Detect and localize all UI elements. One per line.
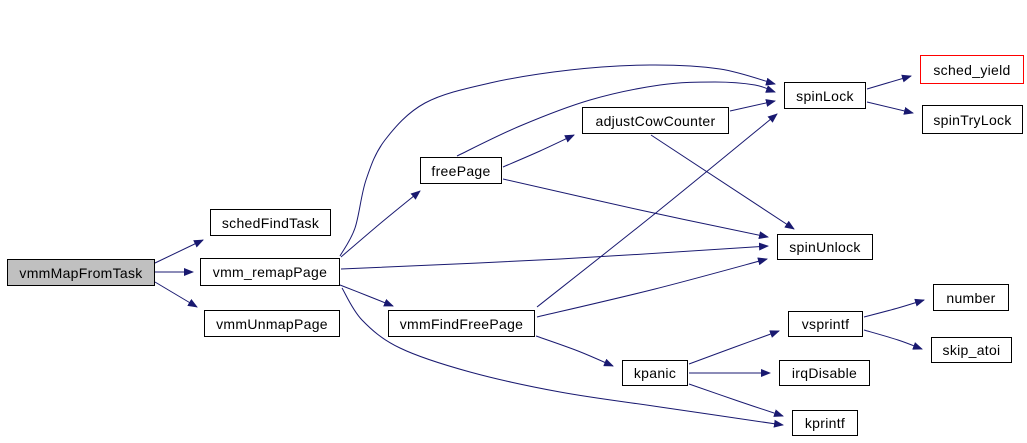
node-vmmFindFreePage[interactable]: vmmFindFreePage [388,310,535,337]
node-skip_atoi[interactable]: skip_atoi [931,337,1012,363]
edge-freePage-to-adjustCowCounter [502,134,575,168]
edge-vmm_remapPage-to-kprintf [341,287,784,428]
edge-vmm_remapPage-to-freePage [340,190,421,258]
node-vsprintf[interactable]: vsprintf [788,311,863,337]
node-schedFindTask[interactable]: schedFindTask [210,209,331,236]
node-freePage[interactable]: freePage [420,157,502,184]
node-vmm_remapPage[interactable]: vmm_remapPage [200,258,340,286]
node-spinUnlock[interactable]: spinUnlock [777,234,873,260]
edge-adjustCowCounter-to-spinUnlock [650,134,795,230]
node-vmmUnmapPage[interactable]: vmmUnmapPage [204,310,340,337]
node-spinTryLock[interactable]: spinTryLock [922,105,1023,134]
edge-spinLock-to-sched_yield [866,74,912,90]
edge-vmm_remapPage-to-vmmFindFreePage [339,284,394,307]
node-kprintf[interactable]: kprintf [792,410,858,436]
edge-vsprintf-to-skip_atoi [863,329,923,350]
node-irqDisable[interactable]: irqDisable [779,360,870,386]
edge-group [154,64,925,428]
edge-adjustCowCounter-to-spinLock [729,99,776,112]
node-spinLock[interactable]: spinLock [784,82,866,109]
node-kpanic[interactable]: kpanic [622,360,688,386]
edge-spinLock-to-spinTryLock [866,101,914,115]
edge-kpanic-to-kprintf [688,383,784,417]
edge-freePage-to-spinLock [456,81,776,157]
edge-vmmFindFreePage-to-spinUnlock [536,257,768,318]
node-adjustCowCounter[interactable]: adjustCowCounter [582,107,729,134]
edge-kpanic-to-vsprintf [688,330,780,365]
edge-vsprintf-to-number [863,298,925,318]
node-sched_yield[interactable]: sched_yield [920,55,1024,84]
edge-vmmMapFromTask-to-vmmUnmapPage [154,281,198,308]
edge-vmmFindFreePage-to-kpanic [535,335,614,367]
edge-vmm_remapPage-to-spinLock [339,64,776,257]
edge-vmmMapFromTask-to-schedFindTask [154,239,204,264]
edge-freePage-to-spinUnlock [502,178,769,240]
node-number[interactable]: number [933,284,1009,311]
node-vmmMapFromTask[interactable]: vmmMapFromTask [7,259,155,286]
edge-vmm_remapPage-to-spinUnlock [340,242,769,270]
edge-vmmFindFreePage-to-spinLock [536,113,778,308]
